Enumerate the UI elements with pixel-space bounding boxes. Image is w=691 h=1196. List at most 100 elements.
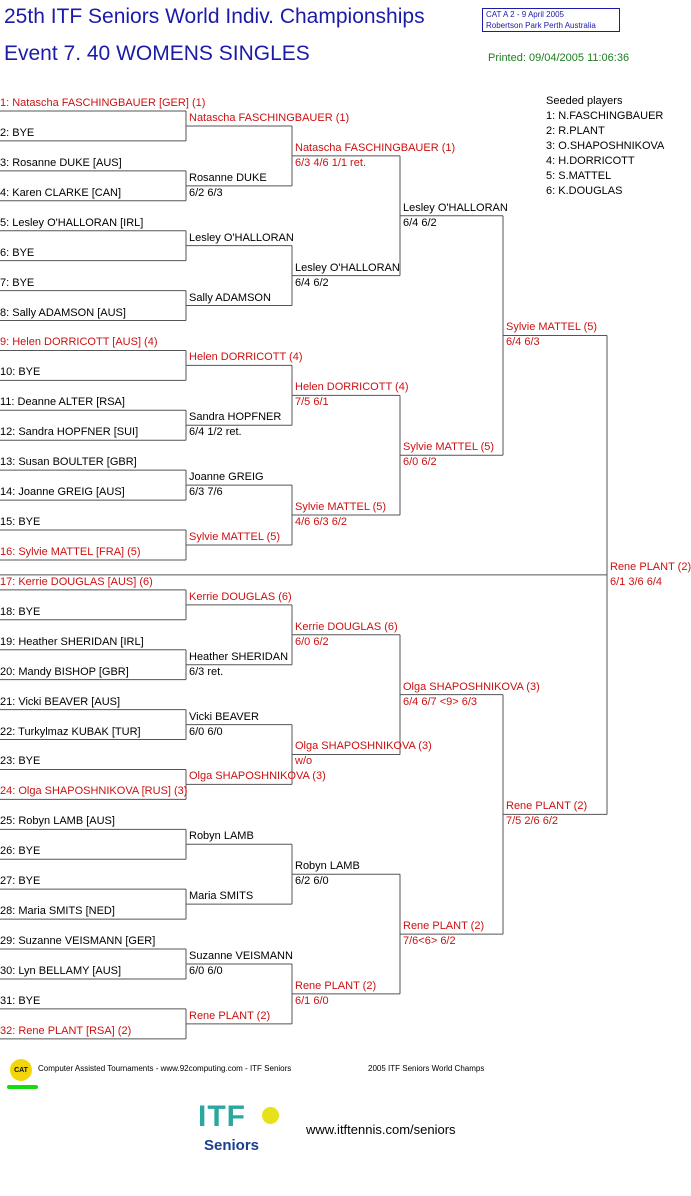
printed-timestamp: Printed: 09/04/2005 11:06:36 [488, 52, 630, 64]
draw-entry: 27: BYE [0, 875, 41, 888]
draw-entry: 13: Susan BOULTER [GBR] [0, 456, 137, 469]
tennis-ball-icon [262, 1107, 279, 1124]
draw-entry: 25: Robyn LAMB [AUS] [0, 815, 115, 828]
seeded-player-item: 4: H.DORRICOTT [546, 155, 635, 167]
match-score: 6/4 6/3 [506, 336, 540, 349]
match-score: 7/5 6/1 [295, 396, 329, 409]
draw-entry: 31: BYE [0, 994, 41, 1007]
match-score: 6/4 1/2 ret. [189, 426, 242, 439]
match-score: 6/1 6/0 [295, 994, 329, 1007]
match-winner: Vicki BEAVER [189, 710, 259, 723]
draw-entry: 11: Deanne ALTER [RSA] [0, 396, 125, 409]
draw-entry: 19: Heather SHERIDAN [IRL] [0, 635, 144, 648]
draw-entry: 22: Turkylmaz KUBAK [TUR] [0, 725, 141, 738]
match-winner: Sandra HOPFNER [189, 411, 282, 424]
match-winner: Sylvie MATTEL (5) [403, 441, 495, 454]
match-score: 6/0 6/2 [295, 635, 329, 648]
match-winner: Robyn LAMB [189, 830, 254, 843]
match-score: 7/6<6> 6/2 [403, 935, 456, 948]
draw-bracket [0, 110, 608, 1040]
draw-entry: 28: Maria SMITS [NED] [0, 905, 115, 918]
match-winner: Olga SHAPOSHNIKOVA (3) [295, 740, 432, 753]
seeded-player-item: 5: S.MATTEL [546, 170, 612, 182]
match-score: 6/0 6/0 [189, 725, 223, 738]
match-winner: Robyn LAMB [295, 860, 360, 873]
match-winner: Joanne GREIG [189, 471, 264, 484]
draw-entry: 8: Sally ADAMSON [AUS] [0, 306, 126, 319]
match-score: 6/4 6/2 [295, 276, 329, 289]
match-score: 6/0 6/2 [403, 456, 437, 469]
match-winner: Lesley O'HALLORAN [189, 231, 294, 244]
draw-entry: 2: BYE [0, 126, 35, 139]
match-winner: Rene PLANT (2) [506, 800, 588, 813]
match-score: 6/2 6/0 [295, 875, 329, 888]
match-score: 6/3 ret. [189, 665, 224, 678]
match-score: 6/3 7/6 [189, 486, 223, 499]
draw-entry: 26: BYE [0, 845, 41, 858]
draw-entry: 24: Olga SHAPOSHNIKOVA [RUS] (3) [0, 785, 188, 798]
draw-entry: 14: Joanne GREIG [AUS] [0, 486, 125, 499]
draw-entry: 18: BYE [0, 605, 41, 618]
draw-entry: 23: BYE [0, 755, 41, 768]
match-winner: Kerrie DOUGLAS (6) [189, 590, 292, 603]
match-score: 6/1 3/6 6/4 [610, 575, 662, 588]
draw-entry: 9: Helen DORRICOTT [AUS] (4) [0, 336, 158, 349]
category-dates: CAT A 2 - 9 April 2005 [486, 10, 564, 19]
draw-entry: 6: BYE [0, 246, 35, 259]
match-winner: Helen DORRICOTT (4) [295, 381, 409, 394]
draw-entry: 4: Karen CLARKE [CAN] [0, 186, 122, 199]
draw-entry: 3: Rosanne DUKE [AUS] [0, 156, 122, 169]
match-winner: Sylvie MATTEL (5) [295, 501, 387, 514]
match-score: 6/3 4/6 1/1 ret. [295, 156, 366, 169]
match-winner: Lesley O'HALLORAN [295, 261, 400, 274]
draw-entry: 32: Rene PLANT [RSA] (2) [0, 1024, 132, 1037]
draw-entry: 29: Suzanne VEISMANN [GER] [0, 935, 156, 948]
match-winner: Rosanne DUKE [189, 171, 267, 184]
match-score: 6/4 6/2 [403, 216, 437, 229]
draw-entry: 20: Mandy BISHOP [GBR] [0, 665, 129, 678]
cat-logo-underline [7, 1085, 38, 1089]
match-winner: Rene PLANT (2) [189, 1009, 271, 1022]
match-score: 7/5 2/6 6/2 [506, 815, 558, 828]
category-venue: Robertson Park Perth Australia [486, 21, 596, 30]
match-winner: Rene PLANT (2) [610, 560, 691, 573]
itf-seniors-label: Seniors [204, 1137, 260, 1154]
draw-entry: 5: Lesley O'HALLORAN [IRL] [0, 216, 144, 229]
draw-entry: 1: Natascha FASCHINGBAUER [GER] (1) [0, 97, 206, 109]
match-winner: Natascha FASCHINGBAUER (1) [189, 111, 350, 124]
page-title: 25th ITF Seniors World Indiv. Championsh… [4, 5, 425, 28]
match-winner: Helen DORRICOTT (4) [189, 351, 303, 364]
event-title: Event 7. 40 WOMENS SINGLES [4, 42, 310, 65]
seeded-player-item: 6: K.DOUGLAS [546, 185, 623, 197]
match-winner: Olga SHAPOSHNIKOVA (3) [403, 680, 540, 693]
match-score: 4/6 6/3 6/2 [295, 516, 347, 529]
match-winner: Rene PLANT (2) [403, 920, 485, 933]
match-score: 6/4 6/7 <9> 6/3 [403, 695, 478, 708]
draw-entry: 7: BYE [0, 276, 35, 289]
match-winner: Heather SHERIDAN [189, 650, 289, 663]
match-winner: Kerrie DOUGLAS (6) [295, 620, 398, 633]
draw-entry: 21: Vicki BEAVER [AUS] [0, 695, 121, 708]
itf-logo: ITF [198, 1100, 246, 1133]
seeded-players-heading: Seeded players [546, 95, 623, 107]
match-score: 6/0 6/0 [189, 965, 223, 977]
match-score: w/o [295, 755, 313, 768]
draw-entry: 10: BYE [0, 366, 41, 379]
match-winner: Natascha FASCHINGBAUER (1) [295, 141, 456, 154]
draw-entry: 15: BYE [0, 516, 41, 529]
match-score: 6/2 6/3 [189, 186, 223, 199]
website-link[interactable]: www.itftennis.com/seniors [306, 1122, 456, 1137]
match-winner: Suzanne VEISMANN [189, 950, 293, 962]
event-name-footer: 2005 ITF Seniors World Champs [368, 1064, 485, 1073]
seeded-player-item: 1: N.FASCHINGBAUER [546, 110, 664, 122]
cat-logo-icon: CAT [10, 1059, 32, 1081]
software-credit: Computer Assisted Tournaments - www.92co… [38, 1064, 292, 1073]
match-winner: Lesley O'HALLORAN [403, 201, 508, 214]
seeded-player-item: 2: R.PLANT [546, 125, 605, 137]
match-winner: Sylvie MATTEL (5) [506, 321, 598, 334]
match-winner: Olga SHAPOSHNIKOVA (3) [189, 770, 326, 783]
draw-entry: 17: Kerrie DOUGLAS [AUS] (6) [0, 575, 153, 588]
seeded-player-item: 3: O.SHAPOSHNIKOVA [546, 140, 665, 152]
match-winner: Rene PLANT (2) [295, 979, 377, 992]
draw-entry: 16: Sylvie MATTEL [FRA] (5) [0, 545, 141, 558]
